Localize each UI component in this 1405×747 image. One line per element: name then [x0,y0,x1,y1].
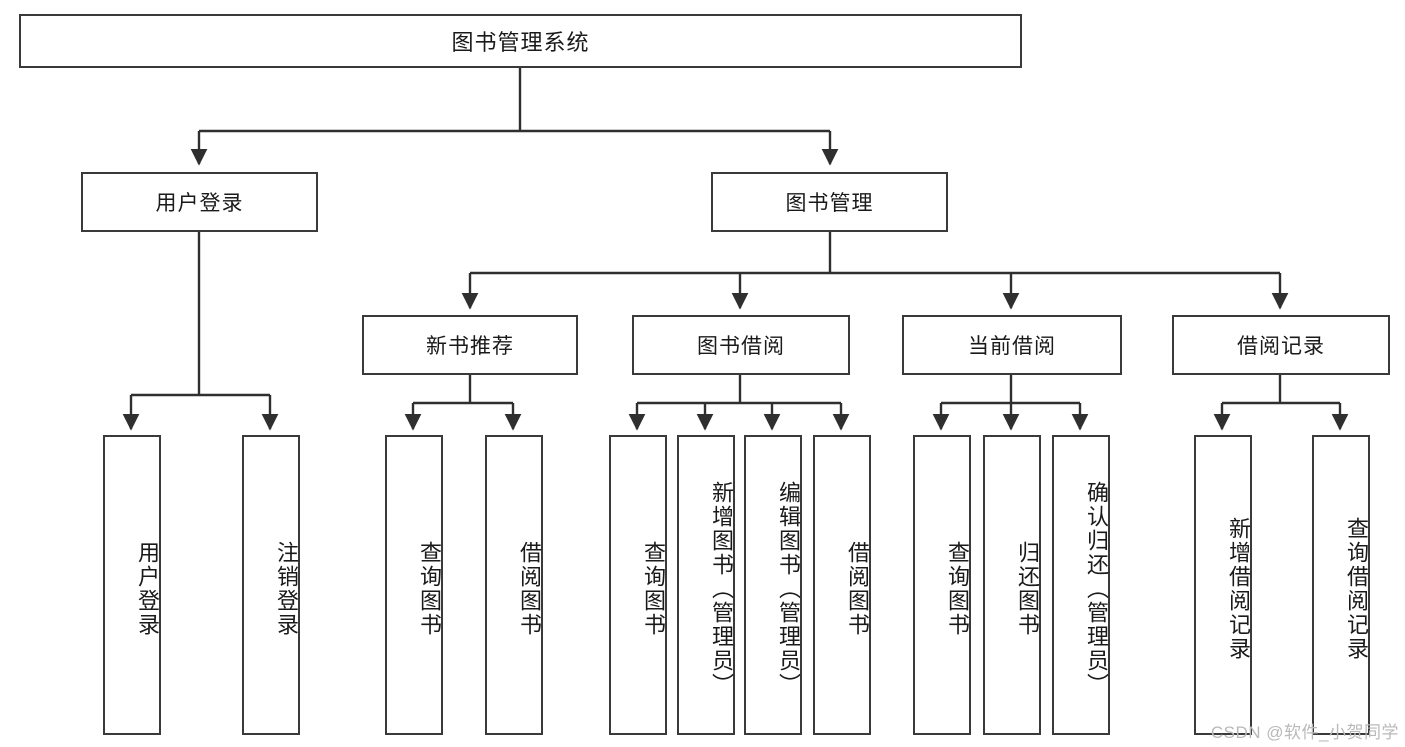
node-current-borrow-label: 当前借阅 [968,335,1056,358]
node-leaf-query-book-rec-label: 查询图书 [417,541,442,637]
node-new-book-rec[interactable]: 新书推荐 [362,315,578,375]
node-leaf-add-record-label: 新增借阅记录 [1226,517,1251,661]
node-root[interactable]: 图书管理系统 [19,14,1022,68]
node-leaf-user-logout-label: 注销登录 [274,541,299,637]
node-leaf-edit-book[interactable]: 编辑图书（管理员） [744,435,802,735]
node-leaf-add-book[interactable]: 新增图书（管理员） [677,435,735,735]
node-leaf-borrow-book-rec[interactable]: 借阅图书 [485,435,543,735]
node-leaf-borrow-book[interactable]: 借阅图书 [813,435,871,735]
node-leaf-confirm-return-label: 确认归还（管理员） [1084,481,1109,697]
node-user-login[interactable]: 用户登录 [81,172,318,232]
node-book-manage-label: 图书管理 [785,192,874,215]
node-book-manage[interactable]: 图书管理 [711,172,948,232]
node-leaf-query-book-borrow-label: 查询图书 [641,541,666,637]
node-leaf-query-book-borrow[interactable]: 查询图书 [609,435,667,735]
node-leaf-query-record[interactable]: 查询借阅记录 [1312,435,1370,735]
node-leaf-return-book-label: 归还图书 [1015,541,1040,637]
node-leaf-user-login-label: 用户登录 [135,541,160,637]
node-leaf-borrow-book-rec-label: 借阅图书 [517,541,542,637]
node-leaf-add-book-label: 新增图书（管理员） [709,481,734,697]
node-book-borrow[interactable]: 图书借阅 [632,315,850,375]
node-root-label: 图书管理系统 [451,30,590,55]
csdn-watermark: CSDN @软件_小贺同学 [1210,723,1399,742]
node-leaf-query-book-cur-label: 查询图书 [945,541,970,637]
node-leaf-user-logout[interactable]: 注销登录 [242,435,300,735]
node-leaf-query-book-cur[interactable]: 查询图书 [913,435,971,735]
node-leaf-return-book[interactable]: 归还图书 [983,435,1041,735]
node-borrow-record[interactable]: 借阅记录 [1172,315,1390,375]
node-leaf-borrow-book-label: 借阅图书 [845,541,870,637]
node-leaf-add-record[interactable]: 新增借阅记录 [1194,435,1252,735]
node-borrow-record-label: 借阅记录 [1237,335,1325,358]
node-book-borrow-label: 图书借阅 [697,335,785,358]
node-new-book-rec-label: 新书推荐 [426,335,514,358]
node-leaf-query-book-rec[interactable]: 查询图书 [385,435,443,735]
node-leaf-confirm-return[interactable]: 确认归还（管理员） [1052,435,1110,735]
node-leaf-query-record-label: 查询借阅记录 [1344,517,1369,661]
node-leaf-user-login[interactable]: 用户登录 [103,435,161,735]
node-leaf-edit-book-label: 编辑图书（管理员） [776,481,801,697]
node-current-borrow[interactable]: 当前借阅 [902,315,1122,375]
node-user-login-label: 用户登录 [155,192,244,215]
